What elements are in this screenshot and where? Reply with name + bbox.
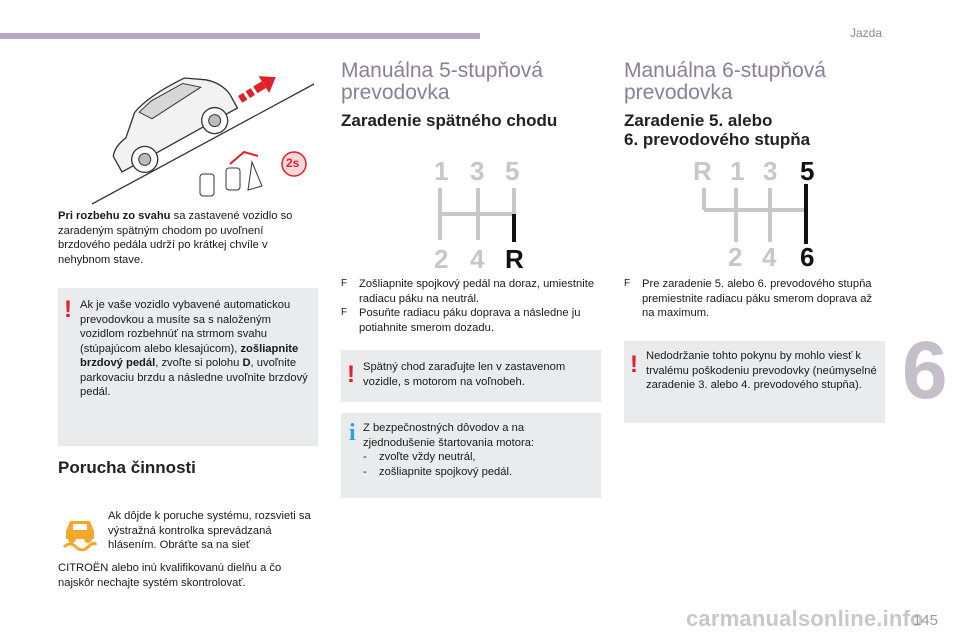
gear6-top-3: 3 xyxy=(763,156,778,186)
section-label: Jazda xyxy=(849,26,882,40)
fault-heading: Porucha činnosti xyxy=(58,458,196,477)
gear6-top-1: 1 xyxy=(730,156,745,186)
warning-icon: ! xyxy=(630,351,638,378)
gear5-bottom-4: 4 xyxy=(470,244,485,274)
reverse-info-text: Z bezpečnostných dôvodov a na zjednoduše… xyxy=(363,421,595,479)
accent-bar xyxy=(0,33,480,39)
hill-start-text: Pri rozbehu zo svahu sa zastavené vozidl… xyxy=(58,210,293,266)
automatic-warning-box: ! Ak je vaše vozidlo vybavené automatick… xyxy=(58,288,318,446)
warning-icon: ! xyxy=(347,361,355,388)
gear6-bottom-6: 6 xyxy=(800,242,815,272)
info-item: -zvoľte vždy neutrál, xyxy=(363,451,476,463)
warning-icon: ! xyxy=(64,296,72,323)
gear5-top-1: 1 xyxy=(434,156,449,186)
gear56-subtitle: Zaradenie 5. alebo 6. prevodového stupňa xyxy=(624,111,811,149)
info-item: -zošliapnite spojkový pedál. xyxy=(363,465,513,478)
gearbox-5-diagram xyxy=(438,188,516,242)
gear6-top-r: R xyxy=(693,156,712,186)
reverse-warning-text: Spätný chod zaraďujte len v zastavenom v… xyxy=(363,361,566,388)
reverse-gear-subtitle: Zaradenie spätného chodu xyxy=(341,111,558,130)
gear6-bottom-2: 2 xyxy=(728,242,743,272)
reverse-warning-box: ! Spätný chod zaraďujte len v zastavenom… xyxy=(341,350,601,402)
watermark: carmanualsonline.info xyxy=(686,606,924,631)
gear6-bottom-4: 4 xyxy=(762,242,777,272)
fault-text-continued: CITROËN alebo inú kvalifikovanú dielňu a… xyxy=(58,562,282,589)
automatic-warning-text: Ak je vaše vozidlo vybavené automatickou… xyxy=(80,299,308,398)
gear5-top-5: 5 xyxy=(505,156,520,186)
gear56-warning-box: ! Nedodržanie tohto pokynu by mohlo vies… xyxy=(624,341,885,423)
manual6-title: Manuálna 6-stupňová prevodovka xyxy=(624,59,826,104)
manual5-title: Manuálna 5-stupňová prevodovka xyxy=(341,59,543,104)
gear56-warning-text: Nedodržanie tohto pokynu by mohlo viesť … xyxy=(646,350,877,391)
gear5-top-3: 3 xyxy=(470,156,485,186)
gear6-top-5: 5 xyxy=(800,156,815,186)
info-icon: i xyxy=(349,420,356,446)
hill-assist-warning-light-icon xyxy=(62,521,98,551)
gearbox-6-diagram xyxy=(702,184,808,244)
hill-start-bold: Pri rozbehu zo svahu xyxy=(58,210,171,222)
timer-label: 2s xyxy=(286,156,300,170)
hill-start-illustration xyxy=(92,76,315,205)
gear5-bottom-2: 2 xyxy=(434,244,449,274)
reverse-info-box: i Z bezpečnostných dôvodov a na zjednodu… xyxy=(341,413,601,498)
chapter-number: 6 xyxy=(902,325,948,416)
gear5-bottom-r: R xyxy=(505,244,524,274)
page-number: 145 xyxy=(912,612,938,629)
fault-text: Ak dôjde k poruche systému, rozsvieti sa… xyxy=(108,510,311,551)
